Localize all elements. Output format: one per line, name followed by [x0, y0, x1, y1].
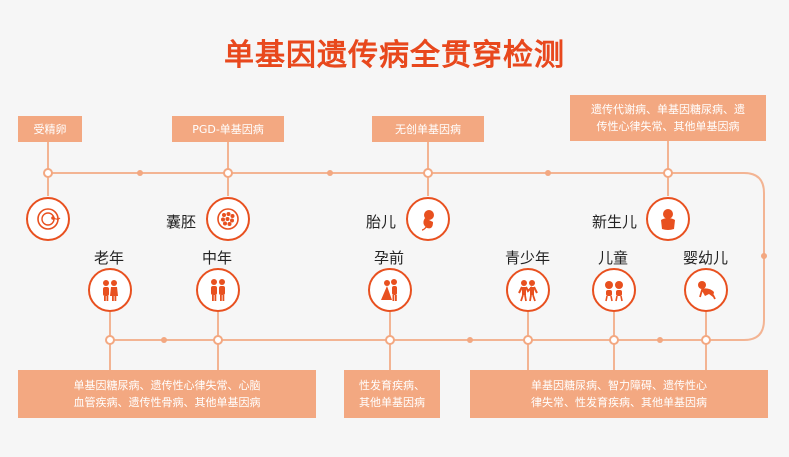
crawling-baby-icon: [684, 268, 728, 312]
arrow-dot: [137, 170, 143, 176]
children-glyph: [605, 281, 623, 302]
newborn-box-line2: 传性心律失常、其他单基因病: [596, 120, 740, 133]
young-diseases-line2: 律失常、性发育疾病、其他单基因病: [531, 396, 707, 409]
crawling-baby-glyph: [698, 281, 716, 300]
young-diseases-box: 单基因糖尿病、智力障碍、遗传性心 律失常、性发育疾病、其他单基因病: [470, 370, 768, 418]
wedding-couple-glyph: [381, 279, 397, 301]
node-dot: [663, 168, 673, 178]
nipt-box: 无创单基因病: [372, 116, 484, 142]
fetus-glyph: [421, 210, 434, 231]
top-timeline: [48, 172, 765, 341]
youth-couple-glyph: [518, 280, 538, 302]
stage-label-child: 儿童: [598, 249, 629, 267]
blastocyst-icon: [206, 197, 250, 241]
node-dot: [609, 335, 619, 345]
arrow-dot: [761, 253, 767, 259]
node-dot: [523, 335, 533, 345]
children-icon: [592, 268, 636, 312]
newborn-box: 遗传代谢病、单基因糖尿病、遗 传性心律失常、其他单基因病: [570, 95, 766, 141]
pgd-box: PGD-单基因病: [172, 116, 284, 142]
page-title: 单基因遗传病全贯穿检测: [224, 38, 565, 73]
blastocyst-glyph: [217, 208, 239, 230]
stage-label-newborn: 新生儿: [592, 213, 638, 231]
newborn-icon: [646, 197, 690, 241]
adult-diseases-line1: 单基因糖尿病、遗传性心律失常、心脑: [73, 379, 261, 392]
node-dot: [423, 168, 433, 178]
middle-aged-couple-glyph: [211, 279, 225, 301]
node-dot: [385, 335, 395, 345]
stage-label-pregnancy: 孕前: [374, 249, 405, 267]
nipt-box-label: 无创单基因病: [395, 122, 461, 136]
middle-aged-couple-icon: [196, 268, 240, 312]
node-dot: [43, 168, 53, 178]
youth-couple-icon: [506, 268, 550, 312]
elderly-couple-icon: [88, 268, 132, 312]
adult-diseases-line2: 血管疾病、遗传性骨病、其他单基因病: [73, 396, 261, 409]
stage-label-fetus: 胎儿: [366, 213, 397, 231]
stage-label-infant: 婴幼儿: [683, 249, 729, 267]
sperm-egg-glyph: [37, 208, 61, 230]
fetus-icon: [406, 197, 450, 241]
pregnancy-diseases-box: 性发育疾病、 其他单基因病: [344, 370, 440, 418]
sperm-egg-icon: [26, 197, 70, 241]
node-dot: [701, 335, 711, 345]
stage-label-middle: 中年: [202, 249, 233, 267]
arrow-dot: [545, 170, 551, 176]
wedding-couple-icon: [368, 268, 412, 312]
stage-label-blastocyst: 囊胚: [166, 213, 197, 231]
pgd-box-label: PGD-单基因病: [192, 122, 264, 136]
elderly-couple-glyph: [103, 280, 118, 301]
arrow-dot: [657, 337, 663, 343]
pregnancy-diseases-line1: 性发育疾病、: [359, 379, 425, 392]
node-dot: [213, 335, 223, 345]
adult-diseases-box: 单基因糖尿病、遗传性心律失常、心脑 血管疾病、遗传性骨病、其他单基因病: [18, 370, 316, 418]
pregnancy-diseases-line2: 其他单基因病: [359, 396, 425, 409]
node-dot: [105, 335, 115, 345]
newborn-box-line1: 遗传代谢病、单基因糖尿病、遗: [591, 103, 745, 116]
arrow-dot: [327, 170, 333, 176]
egg-box: 受精卵: [18, 116, 82, 142]
young-diseases-line1: 单基因糖尿病、智力障碍、遗传性心: [531, 379, 707, 392]
stage-label-youth: 青少年: [505, 249, 551, 267]
egg-box-label: 受精卵: [33, 122, 67, 136]
arrow-dot: [467, 337, 473, 343]
arrow-dot: [161, 337, 167, 343]
stage-label-elderly: 老年: [94, 249, 125, 267]
newborn-glyph: [661, 209, 675, 230]
node-dot: [223, 168, 233, 178]
